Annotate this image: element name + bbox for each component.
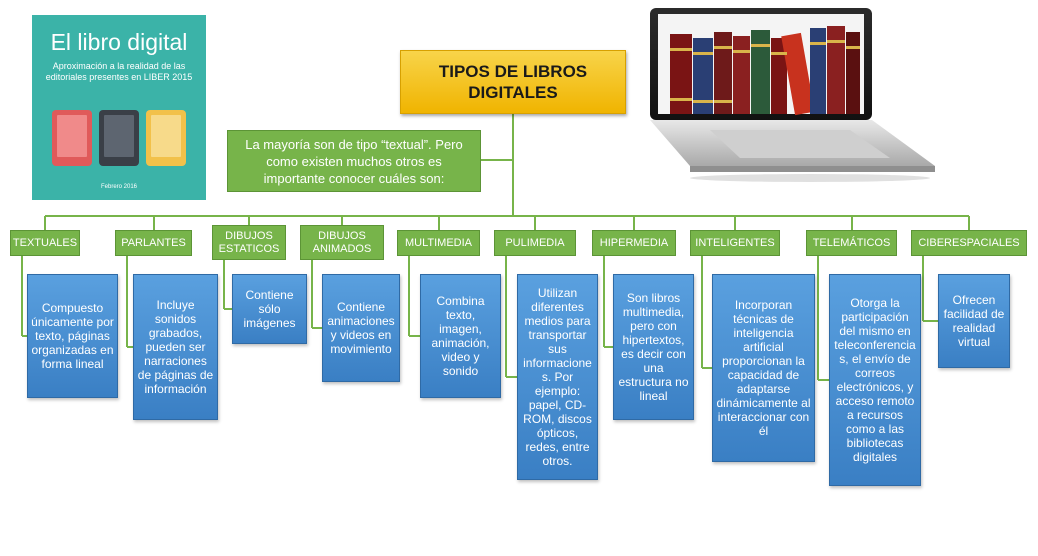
- tablet-yellow-icon: [146, 110, 186, 166]
- category-9-description: Ofrecen facilidad de realidad virtual: [938, 274, 1010, 368]
- tablet-dark-icon: [99, 110, 139, 166]
- cover-date: Febrero 2016: [100, 184, 138, 190]
- category-2-description: Contiene sólo imágenes: [232, 274, 307, 344]
- category-4-description: Combina texto, imagen, animación, video …: [420, 274, 501, 398]
- category-0-description: Compuesto únicamente por texto, páginas …: [27, 274, 118, 398]
- category-1: PARLANTES: [115, 230, 192, 256]
- main-title: TIPOS DE LIBROS DIGITALES: [400, 50, 626, 114]
- category-1-description: Incluye sonidos grabados, pueden ser nar…: [133, 274, 218, 420]
- category-3: DIBUJOS ANIMADOS: [300, 225, 384, 260]
- laptop-with-books-image: [650, 8, 935, 182]
- category-7-description: Incorporan técnicas de inteligencia arti…: [712, 274, 815, 462]
- category-4: MULTIMEDIA: [397, 230, 480, 256]
- category-5: PULIMEDIA: [494, 230, 576, 256]
- category-8-description: Otorga la participación del mismo en tel…: [829, 274, 921, 486]
- category-7: INTELIGENTES: [690, 230, 780, 256]
- category-5-description: Utilizan diferentes medios para transpor…: [517, 274, 598, 480]
- category-6-description: Son libros multimedia, pero con hipertex…: [613, 274, 694, 420]
- book-cover-image: El libro digital Aproximación a la reali…: [32, 15, 206, 200]
- category-8: TELEMÁTICOS: [806, 230, 897, 256]
- category-3-description: Contiene animaciones y videos en movimie…: [322, 274, 400, 382]
- intro-text: La mayoría son de tipo “textual”. Pero c…: [227, 130, 481, 192]
- tablet-red-icon: [52, 110, 92, 166]
- category-2: DIBUJOS ESTATICOS: [212, 225, 286, 260]
- category-9: CIBERESPACIALES: [911, 230, 1027, 256]
- category-0: TEXTUALES: [10, 230, 80, 256]
- category-6: HIPERMEDIA: [592, 230, 676, 256]
- cover-title: El libro digital: [50, 29, 188, 55]
- cover-subtitle: Aproximación a la realidad de las editor…: [45, 61, 193, 82]
